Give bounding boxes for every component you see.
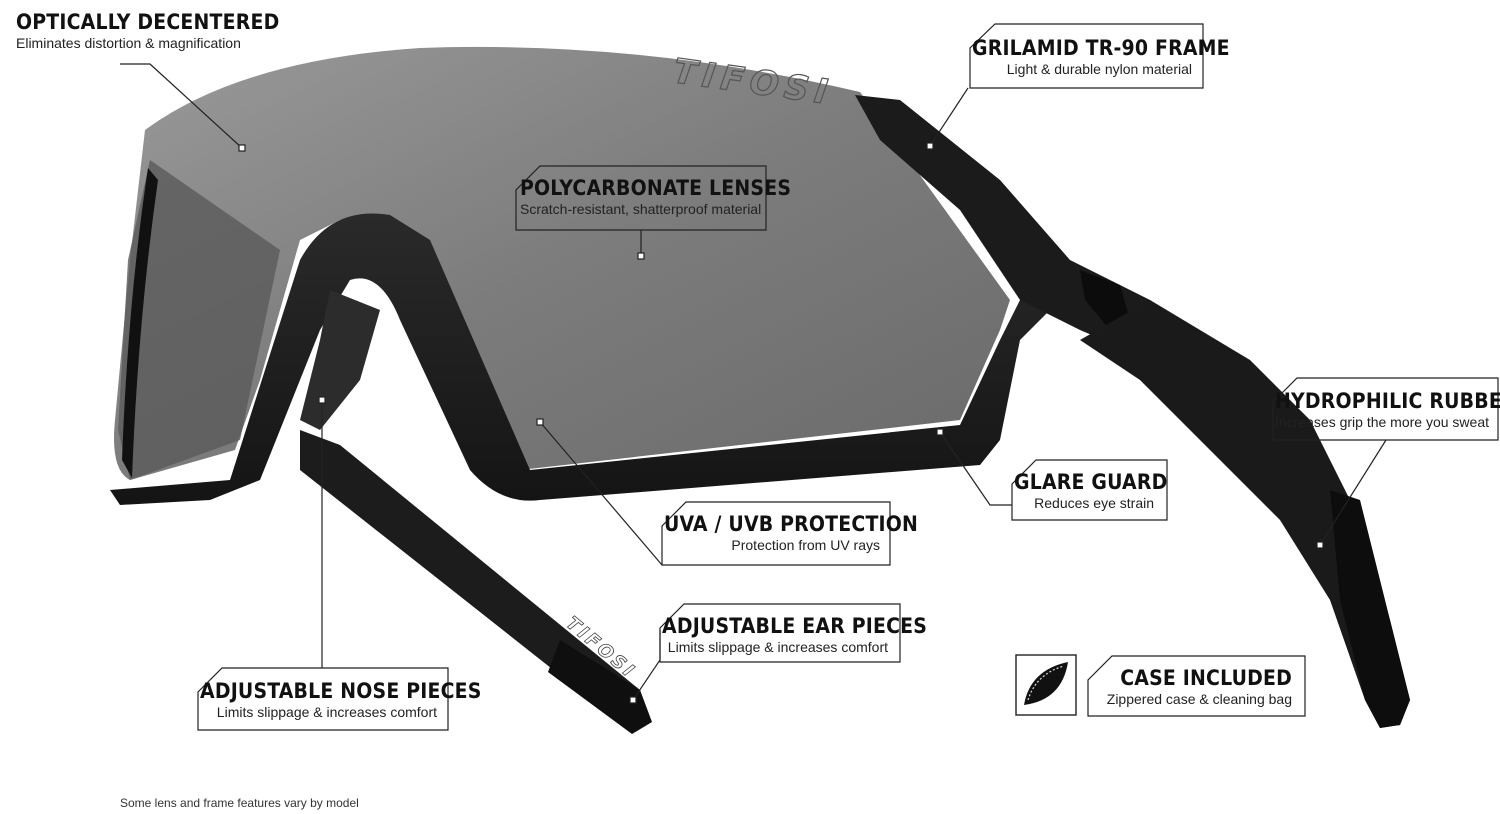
callout-title: HYDROPHILIC RUBBER	[1275, 389, 1500, 413]
callout-case-included: CASE INCLUDED Zippered case & cleaning b…	[1090, 666, 1292, 708]
callout-adjustable-nose-pieces: ADJUSTABLE NOSE PIECES Limits slippage &…	[200, 679, 482, 721]
callout-subtitle: Protection from UV rays	[731, 537, 880, 553]
lens-left-shade	[118, 160, 280, 480]
callout-polycarbonate-lenses: POLYCARBONATE LENSES Scratch-resistant, …	[520, 176, 792, 218]
callout-title: ADJUSTABLE NOSE PIECES	[200, 679, 482, 703]
callout-title: OPTICALLY DECENTERED	[16, 10, 280, 34]
callout-title: GLARE GUARD	[1014, 470, 1168, 494]
callout-title: UVA / UVB PROTECTION	[664, 512, 919, 536]
callout-title: CASE INCLUDED	[1120, 666, 1292, 690]
lens-side-edge	[122, 168, 158, 478]
frame-lower-rim	[110, 213, 1060, 505]
callout-glare-guard: GLARE GUARD Reduces eye strain	[1014, 470, 1168, 512]
callout-subtitle: Light & durable nylon material	[1006, 61, 1192, 77]
callout-optically-decentered: OPTICALLY DECENTERED Eliminates distorti…	[16, 10, 280, 52]
callout-title: POLYCARBONATE LENSES	[520, 176, 792, 200]
callout-hydrophilic-rubber: HYDROPHILIC RUBBER Increases grip the mo…	[1275, 389, 1500, 431]
callout-grilamid-frame: GRILAMID TR-90 FRAME Light & durable nyl…	[972, 36, 1230, 78]
callout-subtitle: Limits slippage & increases comfort	[216, 704, 437, 720]
anchor-markers	[238, 142, 1324, 704]
callout-subtitle: Reduces eye strain	[1034, 495, 1154, 511]
footnote: Some lens and frame features vary by mod…	[120, 796, 359, 810]
callout-subtitle: Limits slippage & increases comfort	[667, 639, 888, 655]
hinge	[1080, 270, 1130, 330]
callout-subtitle: Zippered case & cleaning bag	[1106, 691, 1292, 707]
lens-shape	[114, 46, 1010, 480]
nose-pad	[300, 290, 380, 430]
case-icon	[1015, 654, 1077, 716]
callout-subtitle: Increases grip the more you sweat	[1275, 414, 1489, 430]
callout-uv-protection: UVA / UVB PROTECTION Protection from UV …	[664, 512, 919, 554]
callout-subtitle: Scratch-resistant, shatterproof material	[520, 201, 762, 217]
callout-title: ADJUSTABLE EAR PIECES	[662, 614, 928, 638]
far-temple-tip	[548, 640, 652, 734]
callout-title: GRILAMID TR-90 FRAME	[972, 36, 1230, 60]
callout-subtitle: Eliminates distortion & magnification	[16, 35, 241, 51]
callout-adjustable-ear-pieces: ADJUSTABLE EAR PIECES Limits slippage & …	[662, 614, 928, 656]
callout-frames	[197, 23, 1499, 731]
near-temple-tip	[1330, 490, 1410, 728]
